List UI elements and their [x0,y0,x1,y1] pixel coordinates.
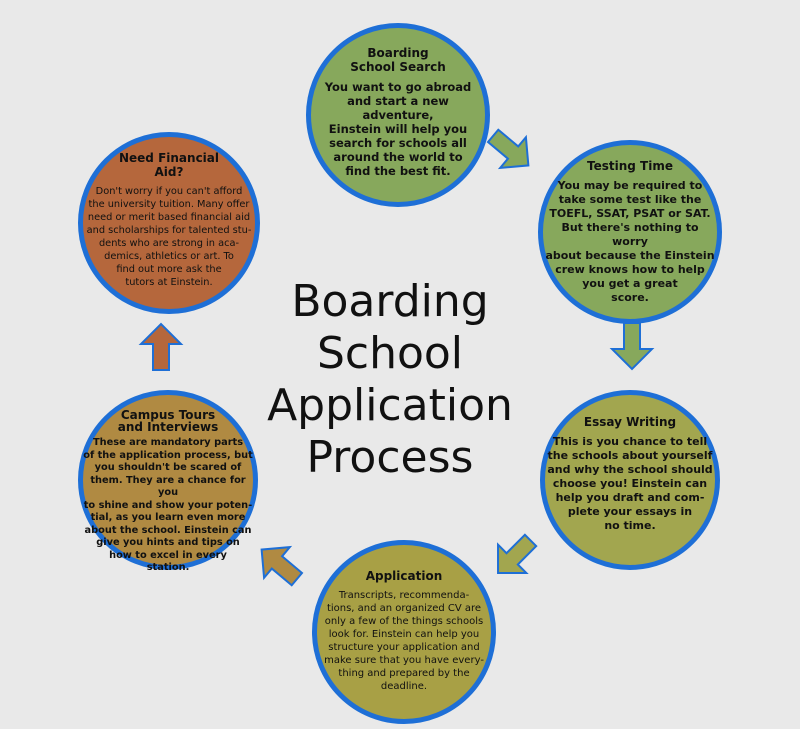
step-title: Application [365,569,443,583]
step-title: Boarding School Search [350,46,446,74]
arrow-search-to-testing-icon [479,119,543,182]
arrow-application-to-tours-icon [247,533,311,596]
step-description: This is you chance to tell the schools a… [547,435,713,532]
step-boarding-school-search: Boarding School Search You want to go ab… [306,23,490,207]
step-description: Don't worry if you can't afford the univ… [86,186,252,288]
step-description: Transcripts, recommenda- tions, and an o… [324,590,484,692]
step-need-financial-aid: Need Financial Aid? Don't worry if you c… [78,132,260,314]
step-description: You want to go abroad and start a new ad… [324,80,472,178]
step-campus-tours-interviews: Campus Tours and Interviews These are ma… [78,390,258,573]
step-essay-writing: Essay Writing This is you chance to tell… [540,390,720,570]
arrow-tours-to-aid-icon [140,323,182,371]
arrow-testing-to-essay-icon [611,322,653,370]
step-title: Campus Tours and Interviews [117,408,219,434]
step-title: Essay Writing [583,415,677,429]
diagram-title: Boarding School Application Process [267,276,513,483]
step-description: These are mandatory parts of the applica… [83,437,253,573]
arrow-essay-to-application-icon [482,525,546,589]
step-testing-time: Testing Time You may be required to take… [538,140,722,324]
step-description: You may be required to take some test li… [545,179,715,304]
step-title: Need Financial Aid? [118,151,220,179]
step-application: Application Transcripts, recommenda- tio… [312,540,496,724]
step-title: Testing Time [587,159,673,173]
